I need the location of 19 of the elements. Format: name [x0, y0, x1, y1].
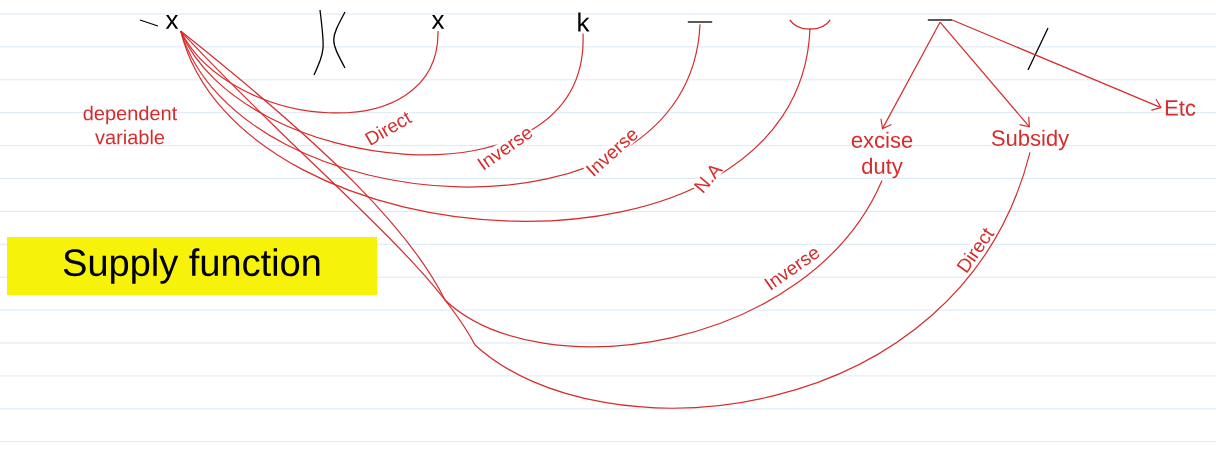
edge-label: N.A: [691, 160, 725, 196]
arrow: [951, 19, 1162, 111]
variable-label: k: [578, 12, 590, 32]
curve-line: [180, 30, 1031, 409]
arrow: [880, 21, 941, 130]
bracket-mark: [789, 19, 831, 30]
term-label: Subsidy: [991, 129, 1070, 151]
arrow: [939, 21, 1030, 128]
term-label: excise duty: [851, 131, 913, 179]
stroke-mark: [927, 19, 953, 21]
curve-line: [180, 27, 811, 222]
variable-label: x: [165, 15, 179, 29]
variable-label: x: [431, 15, 445, 29]
stroke-mark: [687, 21, 713, 23]
highlighted-title: Supply function: [7, 237, 377, 295]
side-label: dependent variable: [83, 105, 178, 145]
curve-line: [180, 30, 883, 348]
curve-line: [180, 23, 701, 188]
term-label: Etc: [1165, 100, 1196, 116]
